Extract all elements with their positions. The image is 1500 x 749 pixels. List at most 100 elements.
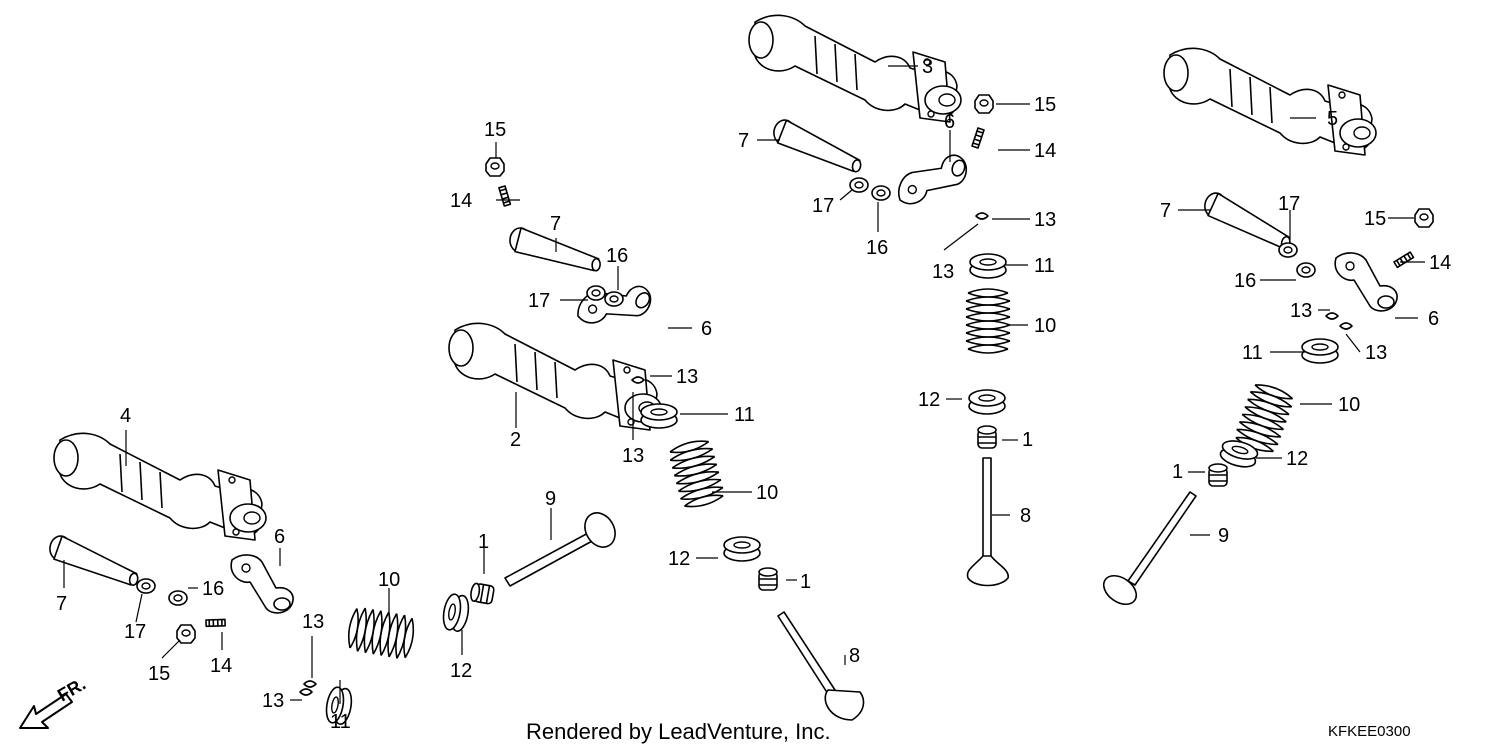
- callout-13: 13: [1034, 209, 1056, 231]
- callout-16: 16: [202, 578, 224, 600]
- callout-6: 6: [944, 111, 955, 133]
- washer-17-center[interactable]: [586, 285, 606, 301]
- callout-10: 10: [1338, 394, 1360, 416]
- retainer-11-top[interactable]: [969, 253, 1007, 279]
- washer-17-top[interactable]: [849, 177, 869, 193]
- callout-2: 2: [510, 429, 521, 451]
- exhaust-valve-8-top[interactable]: [966, 457, 1009, 587]
- washer-16-bottom-left[interactable]: [168, 590, 188, 606]
- callout-8: 8: [1020, 505, 1031, 527]
- retainer-11-center[interactable]: [640, 403, 678, 429]
- callout-7: 7: [550, 213, 561, 235]
- screw-14-center[interactable]: [493, 183, 517, 209]
- valve-spring-center[interactable]: [666, 436, 727, 512]
- callout-16: 16: [866, 237, 888, 259]
- callout-14: 14: [1034, 140, 1056, 162]
- spring-seat-top[interactable]: [968, 389, 1006, 415]
- intake-valve-9-bottom[interactable]: [504, 507, 621, 587]
- washer-17-right[interactable]: [1278, 242, 1298, 258]
- nut-15-center[interactable]: [485, 157, 505, 177]
- rocker-shaft-bottom-left[interactable]: [45, 533, 144, 587]
- spring-seat-center[interactable]: [723, 536, 761, 562]
- exhaust-valve-8-center[interactable]: [777, 611, 865, 721]
- washer-16-center[interactable]: [604, 291, 624, 307]
- screw-14-bottom-left[interactable]: [203, 613, 228, 633]
- nut-15-top[interactable]: [974, 94, 994, 114]
- callout-13: 13: [932, 261, 954, 283]
- callout-11: 11: [1034, 255, 1055, 277]
- callout-15: 15: [1034, 94, 1056, 116]
- washer-16-top[interactable]: [871, 185, 891, 201]
- callout-12: 12: [668, 548, 690, 570]
- callout-15: 15: [1364, 208, 1386, 230]
- stem-seal-center[interactable]: [758, 567, 778, 591]
- stem-seal-right[interactable]: [1208, 463, 1228, 487]
- callout-11: 11: [734, 404, 755, 426]
- rocker-shaft-top[interactable]: [768, 117, 868, 174]
- retainer-11-right[interactable]: [1301, 338, 1339, 364]
- callout-17: 17: [528, 290, 550, 312]
- callout-9: 9: [1218, 525, 1229, 547]
- callout-13: 13: [1365, 342, 1387, 364]
- callout-14: 14: [1429, 252, 1451, 274]
- callout-10: 10: [756, 482, 778, 504]
- screw-14-top[interactable]: [971, 127, 985, 149]
- callout-12: 12: [918, 389, 940, 411]
- callout-12: 12: [450, 660, 472, 682]
- stem-seal-top[interactable]: [977, 425, 997, 449]
- callout-11: 11: [330, 711, 351, 733]
- front-indicator: FR.: [19, 674, 89, 729]
- callout-3: 3: [922, 56, 933, 78]
- callout-1: 1: [478, 531, 489, 553]
- callout-10: 10: [378, 569, 400, 591]
- camshaft-2[interactable]: [448, 322, 662, 431]
- leader-lines: [63, 65, 1425, 704]
- nut-15-right[interactable]: [1414, 208, 1434, 228]
- diagram-code: KFKEE0300: [1328, 723, 1411, 740]
- rocker-arm-right[interactable]: [1334, 252, 1398, 312]
- screw-14-right[interactable]: [1391, 247, 1416, 273]
- callout-1: 1: [800, 571, 811, 593]
- callout-labels: 1 1 1 1 2 3 4 5 6 6 6 6 7 7 7 7 8 8 9 9 …: [56, 56, 1451, 733]
- callout-17: 17: [1278, 193, 1300, 215]
- callout-14: 14: [450, 190, 472, 212]
- valve-spring-top[interactable]: [965, 288, 1011, 354]
- front-direction-arrow-icon: [19, 693, 73, 729]
- callout-1: 1: [1022, 429, 1033, 451]
- camshaft-4[interactable]: [53, 432, 267, 541]
- cotter-13-top[interactable]: [975, 212, 989, 220]
- callout-9: 9: [545, 488, 556, 510]
- callout-17: 17: [124, 621, 146, 643]
- intake-valve-9-right[interactable]: [1098, 491, 1197, 610]
- credit-text: Rendered by LeadVenture, Inc.: [526, 719, 831, 744]
- callout-11: 11: [1242, 342, 1263, 364]
- callout-17: 17: [812, 195, 834, 217]
- washer-17-bottom-left[interactable]: [136, 578, 156, 594]
- callout-13: 13: [302, 611, 324, 633]
- camshaft-5[interactable]: [1163, 47, 1377, 156]
- callout-12: 12: [1286, 448, 1308, 470]
- cotter-13-bottom[interactable]: [299, 680, 317, 696]
- callout-16: 16: [606, 245, 628, 267]
- callout-10: 10: [1034, 315, 1056, 337]
- rocker-arm-bottom-left[interactable]: [230, 554, 294, 614]
- washer-16-right[interactable]: [1296, 262, 1316, 278]
- callout-13: 13: [676, 366, 698, 388]
- callout-16: 16: [1234, 270, 1256, 292]
- cotter-13-right[interactable]: [1325, 312, 1353, 330]
- cotter-13-center[interactable]: [631, 376, 645, 384]
- rocker-arm-top[interactable]: [894, 140, 972, 220]
- callout-15: 15: [148, 663, 170, 685]
- callout-13: 13: [1290, 300, 1312, 322]
- callout-7: 7: [56, 593, 67, 615]
- callout-4: 4: [120, 405, 131, 427]
- callout-8: 8: [849, 645, 860, 667]
- spring-seat-bottom[interactable]: [440, 592, 472, 634]
- valve-spring-bottom[interactable]: [344, 605, 418, 662]
- callout-5: 5: [1327, 108, 1338, 130]
- stem-seal-bottom[interactable]: [468, 581, 496, 606]
- callout-7: 7: [738, 130, 749, 152]
- callout-14: 14: [210, 655, 232, 677]
- small-parts: [136, 94, 1434, 696]
